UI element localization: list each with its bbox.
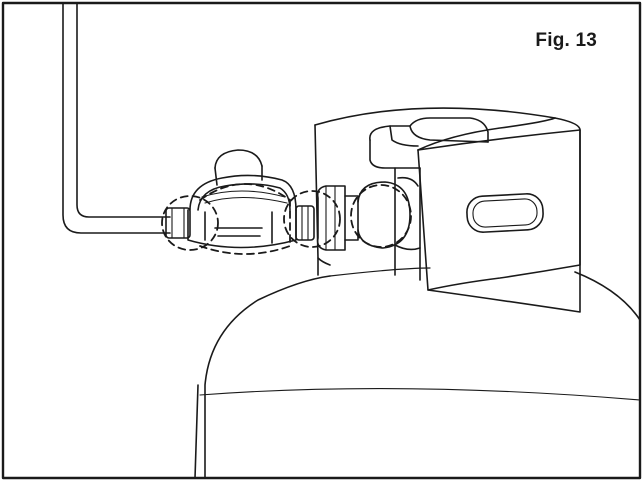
- highlight-hose-inlet: [161, 195, 219, 251]
- tank-valve-stem: [394, 167, 421, 281]
- tank-connector-coupling: [316, 176, 419, 251]
- regulator: [165, 149, 315, 249]
- figure-label: Fig. 13: [535, 30, 597, 51]
- inspection-highlights: [161, 183, 412, 255]
- tank-valve-handwheel: [369, 117, 489, 169]
- highlight-tank-valve: [350, 184, 412, 248]
- gas-hose: [62, 2, 171, 234]
- tank-collar: [314, 107, 581, 313]
- highlight-regulator: [199, 183, 291, 255]
- propane-tank: [194, 267, 641, 479]
- highlight-regulator-outlet: [283, 190, 341, 248]
